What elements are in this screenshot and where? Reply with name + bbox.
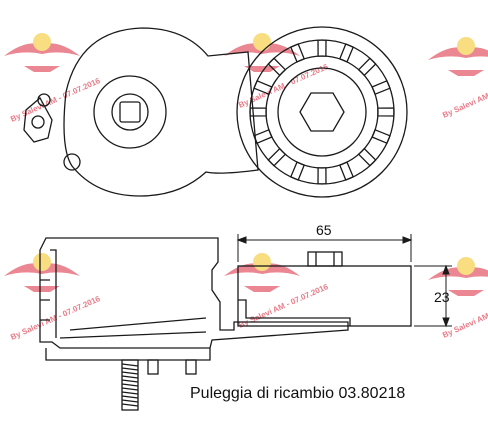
pulley-rib (317, 39, 327, 57)
pulley-rib (253, 128, 273, 145)
pulley-rib (371, 128, 391, 145)
pulley-side-step (238, 299, 351, 326)
bracket-boss (37, 93, 51, 107)
watermark-logos (4, 33, 488, 296)
side-detail-lines (40, 249, 207, 339)
watermark-logo (224, 253, 300, 292)
thread-line (121, 395, 139, 399)
watermark-logo (4, 33, 80, 72)
pulley-rib (357, 57, 377, 77)
side-view (39, 237, 412, 411)
pulley-rib (267, 57, 287, 77)
thread-line (121, 383, 139, 387)
hex-bolt-head (299, 92, 345, 132)
pulley-rib (253, 79, 273, 96)
watermark-logo (224, 33, 300, 72)
height-dimension-label: 23 (434, 289, 450, 305)
threaded-stud (121, 359, 139, 411)
hex-socket (119, 101, 141, 123)
watermark-logo (4, 253, 80, 292)
pulley-rib (267, 147, 287, 167)
bracket-hole (31, 115, 45, 129)
thread-line (121, 379, 139, 383)
thread-line (121, 391, 139, 395)
watermark-logo (428, 37, 488, 76)
arm-hub-outer (93, 75, 167, 149)
pulley-rim (236, 26, 408, 198)
pulley-rib (289, 161, 306, 181)
pulley-ribs (249, 39, 395, 185)
pulley-hub-ring (277, 67, 367, 157)
pulley-rib (249, 107, 267, 117)
thread-line (121, 367, 139, 371)
thread-line (121, 387, 139, 391)
thread-line (121, 403, 139, 407)
thread-line (121, 371, 139, 375)
stud-threads (121, 363, 139, 407)
base-plate (45, 348, 211, 361)
pulley-rib (338, 43, 355, 63)
tensioner-body (63, 27, 259, 197)
pulley-bolt-head (307, 251, 343, 267)
thread-line (121, 363, 139, 367)
arm-hub-inner (111, 93, 149, 131)
body-boss (63, 153, 81, 171)
width-dimension-label: 65 (316, 222, 332, 238)
dimension-height (414, 264, 452, 328)
thread-line (121, 375, 139, 379)
pulley-rib (377, 107, 395, 117)
pulley-rib (289, 43, 306, 63)
watermark-text: By Salevi AM - 07.07.2016 (9, 76, 102, 124)
pulley-rib (317, 167, 327, 185)
part-caption: Puleggia di ricambio 03.80218 (190, 385, 406, 402)
pulley-rib (357, 147, 377, 167)
pulley-rib (338, 161, 355, 181)
watermark-logo (428, 257, 488, 296)
pulley-rib (371, 79, 391, 96)
pin (147, 359, 159, 375)
pin (185, 359, 197, 375)
mount-bracket (23, 96, 53, 143)
tensioner-side-body (39, 237, 349, 349)
watermark-text: By Salevi AM - 07.07.2016 (441, 72, 488, 120)
dimension-width (236, 234, 413, 262)
top-view (23, 26, 408, 198)
thread-line (121, 399, 139, 403)
watermark-texts: By Salevi AM - 07.07.2016 By Salevi AM -… (9, 62, 488, 342)
